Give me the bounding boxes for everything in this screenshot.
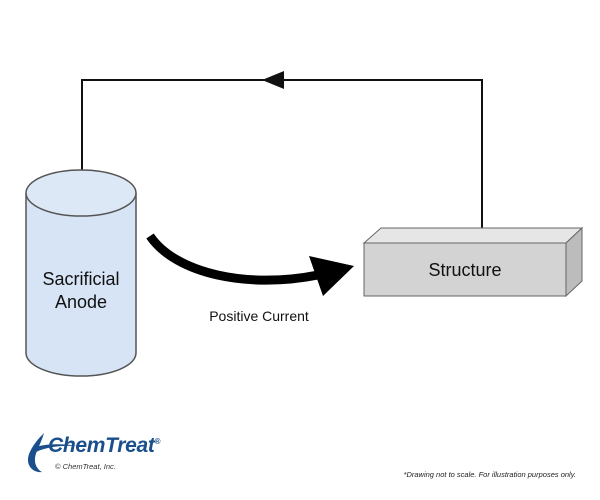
anode-label-line1: Sacrificial	[42, 269, 119, 289]
current-arrowhead	[309, 256, 354, 296]
logo-name: ChemTreat	[48, 434, 155, 457]
logo-registered-mark: ®	[154, 437, 161, 446]
structure-label: Structure	[428, 260, 501, 280]
circuit-wire	[81, 79, 483, 230]
chemtreat-drop-icon	[28, 433, 78, 473]
logo-copyright: © ChemTreat, Inc.	[55, 462, 116, 471]
anode-label-line2: Anode	[55, 292, 107, 312]
chemtreat-logo-text: ChemTreat®	[48, 434, 161, 458]
wire-arrowhead	[262, 71, 284, 89]
sacrificial-anode	[25, 169, 137, 377]
structure-box	[362, 226, 584, 298]
current-label: Positive Current	[209, 308, 309, 324]
current-arrow	[146, 233, 319, 285]
disclaimer-note: *Drawing not to scale. For illustration …	[403, 470, 576, 479]
